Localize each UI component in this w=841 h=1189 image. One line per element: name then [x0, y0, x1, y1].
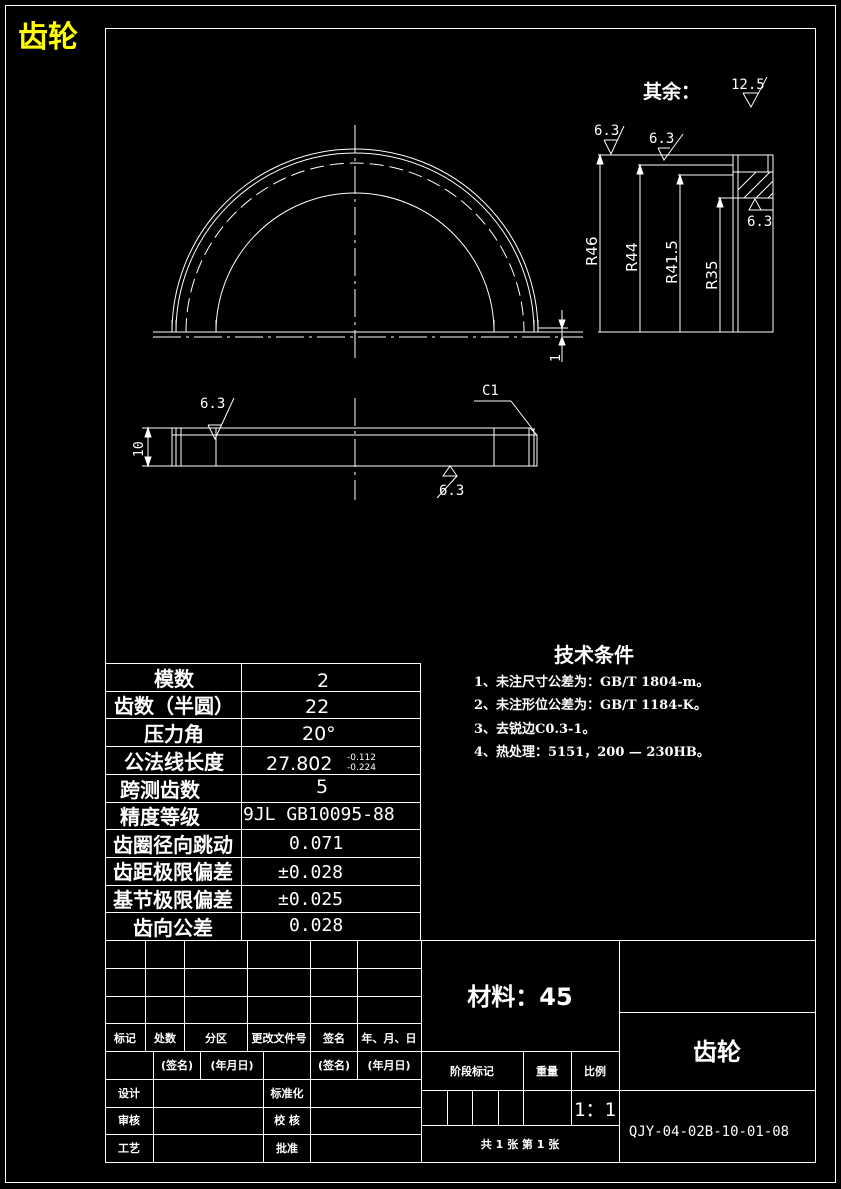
- param-value-teeth: 22: [305, 696, 329, 718]
- tech-item-4: 4、热处理：5151，200 — 230HB。: [474, 744, 710, 760]
- standardize-label: 标准化: [270, 1086, 304, 1100]
- check-label: 校 核: [274, 1113, 300, 1127]
- tolerance-upper: -0.112: [347, 753, 376, 763]
- dim-r41-5: R41.5: [663, 240, 681, 284]
- dim-thickness: 10: [132, 441, 147, 457]
- param-label-helix-tol: 齿向公差: [133, 916, 213, 940]
- param-label-span-length: 公法线长度: [124, 750, 225, 774]
- review-label: 审核: [118, 1113, 140, 1127]
- rev-header-count: 处数: [153, 1031, 177, 1045]
- param-label-modulus: 模数: [154, 667, 195, 691]
- drawing-number: QJY-04-02B-10-01-08: [629, 1124, 789, 1140]
- tolerance-lower: -0.224: [347, 763, 376, 773]
- tech-item-1: 1、未注尺寸公差为：GB/T 1804-m。: [474, 674, 709, 690]
- weight-label: 重量: [536, 1064, 558, 1078]
- rev-header-zone: 分区: [205, 1031, 227, 1045]
- roughness-symbols: [207, 76, 773, 499]
- tech-item-2: 2、未注形位公差为：GB/T 1184-K。: [474, 697, 707, 713]
- scale-value: 1：1: [574, 1099, 616, 1121]
- param-label-runout: 齿圈径向跳动: [113, 833, 233, 857]
- param-label-span-teeth: 跨测齿数: [120, 778, 201, 802]
- dim-r35: R35: [703, 260, 721, 290]
- corner-title: 齿轮: [18, 20, 78, 55]
- stage-mark-label: 阶段标记: [450, 1064, 494, 1078]
- param-value-span-teeth: 5: [316, 776, 328, 798]
- rev-header-doc: 更改文件号: [252, 1031, 307, 1045]
- roughness-label-1: 6.3: [594, 123, 619, 139]
- rev-header-sign: 签名: [322, 1031, 345, 1045]
- dim-chamfer: C1: [482, 383, 499, 399]
- param-value-pitch-dev: ±0.028: [278, 862, 343, 883]
- roughness-other-label: 其余：: [643, 80, 700, 103]
- param-label-accuracy: 精度等级: [120, 805, 200, 829]
- roughness-other-value: 12.5: [731, 77, 765, 93]
- roughness-label-4: 6.3: [200, 396, 225, 412]
- title-block: [105, 940, 816, 1162]
- part-name: 齿轮: [693, 1038, 741, 1066]
- param-value-runout: 0.071: [289, 833, 343, 854]
- approve-label: 批准: [276, 1141, 298, 1155]
- param-value-accuracy: 9JL GB10095-88: [243, 804, 395, 825]
- param-label-base-pitch-dev: 基节极限偏差: [113, 888, 233, 912]
- param-table: [105, 663, 421, 941]
- rev-header-date: 年、月、日: [362, 1031, 417, 1045]
- param-value-modulus: 2: [317, 670, 329, 692]
- sheet-border: [5, 5, 836, 1183]
- section-view: [596, 153, 774, 333]
- process-label: 工艺: [118, 1141, 140, 1155]
- param-label-teeth: 齿数（半圆）: [114, 694, 234, 718]
- design-label: 设计: [118, 1086, 140, 1100]
- param-value-span-length: 27.802: [266, 753, 332, 775]
- param-value-helix-tol: 0.028: [289, 915, 343, 936]
- tech-item-3: 3、去锐边C0.3-1。: [474, 721, 595, 737]
- date-header-1: (年月日): [210, 1058, 253, 1072]
- roughness-label-2: 6.3: [649, 131, 674, 147]
- roughness-label-3: 6.3: [747, 214, 772, 230]
- sheet-count: 共 1 张 第 1 张: [481, 1137, 560, 1151]
- param-value-base-pitch-dev: ±0.025: [278, 889, 343, 910]
- sign-header-2: (签名): [318, 1058, 350, 1072]
- dim-r44: R44: [623, 242, 641, 272]
- material-label: 材料：45: [467, 983, 572, 1011]
- param-label-pitch-dev: 齿距极限偏差: [113, 860, 233, 884]
- rev-header-mark: 标记: [113, 1031, 136, 1045]
- date-header-2: (年月日): [367, 1058, 410, 1072]
- roughness-label-5: 6.3: [439, 483, 464, 499]
- tech-title: 技术条件: [554, 643, 634, 667]
- param-value-pressure-angle: 20°: [302, 723, 336, 745]
- sign-header-1: (签名): [161, 1058, 193, 1072]
- front-view: [153, 125, 583, 362]
- dim-r46: R46: [583, 236, 601, 266]
- scale-label: 比例: [584, 1064, 606, 1078]
- param-label-pressure-angle: 压力角: [144, 722, 204, 746]
- dim-gap-label: 1: [549, 354, 564, 362]
- top-view: [142, 398, 538, 500]
